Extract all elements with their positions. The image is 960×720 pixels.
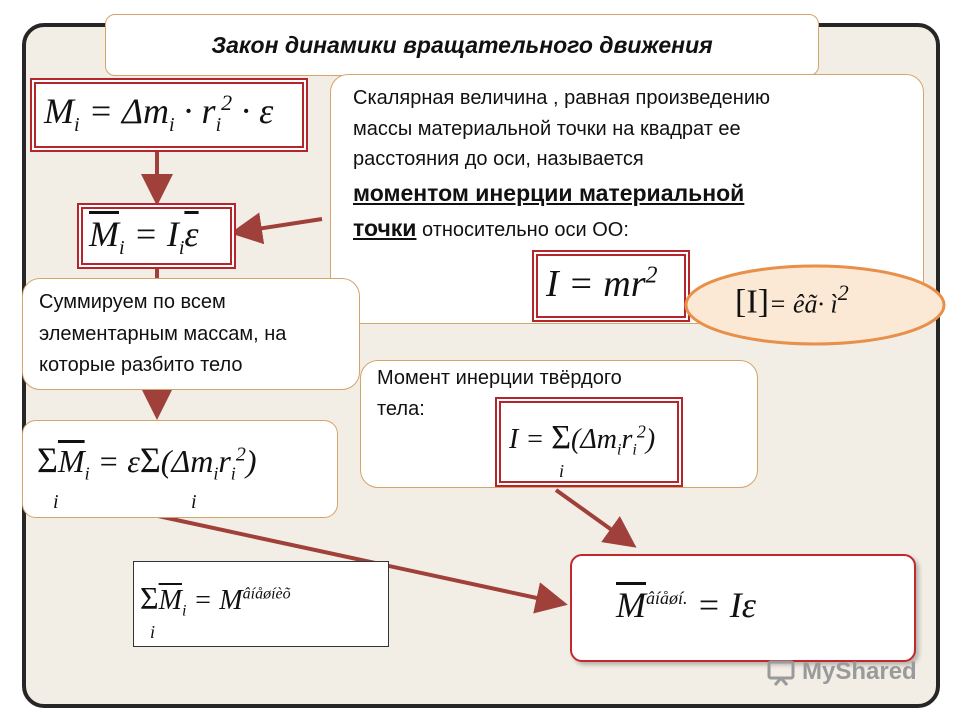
sum-note-line-1: Суммируем по всем xyxy=(39,291,226,313)
watermark: MyShared xyxy=(766,658,917,686)
unit-ellipse xyxy=(684,264,946,346)
formula-rotational-law: Mâíåøí. = Iε xyxy=(570,554,916,662)
definition-tail: относительно оси ОО: xyxy=(416,218,629,241)
definition-line-3: расстояния до оси, называется xyxy=(353,148,644,170)
title-box xyxy=(105,14,819,76)
sum-note: Суммируем по всем элементарным массам, н… xyxy=(22,278,360,390)
sum-note-line-2: элементарным массам, на xyxy=(39,322,287,345)
formula-inertia-body: I = Σ(Δmiri2) i xyxy=(495,397,683,487)
definition-line-2: массы материальной точки на квадрат ее xyxy=(353,117,741,140)
definition-line-1: Скалярная величина , равная произведению xyxy=(353,87,771,109)
formula-inertia-point: I = mr2 xyxy=(532,250,690,322)
slide-title: Закон динамики вращательного движения xyxy=(211,31,713,58)
sum-note-line-3: которые разбито тело xyxy=(39,354,243,376)
arrow-def-to-f2 xyxy=(230,212,323,245)
formula-sum-box: ΣMi = εΣ(Δmiri2) i i xyxy=(22,420,338,518)
definition-term-2: точки xyxy=(353,214,417,241)
formula-moment-i: Mi = Iiε xyxy=(77,203,236,269)
arrow-f4-to-f7 xyxy=(157,514,568,614)
formula-external-moment: ΣMi = Mâíåøíèõ i xyxy=(133,561,389,647)
definition-term-1: моментом инерции материальной xyxy=(353,179,745,206)
formula-moment-point: Mi = Δmi · ri2 · ε xyxy=(30,78,308,152)
solid-note-line-2: тела: xyxy=(377,398,425,420)
arrow-f5-to-f7 xyxy=(554,488,637,548)
formula-inertia-unit: [I]= êã· ì2 xyxy=(735,280,849,321)
solid-note-line-1: Момент инерции твёрдого xyxy=(377,367,622,389)
projector-icon xyxy=(767,660,795,686)
watermark-text: MyShared xyxy=(802,658,917,685)
